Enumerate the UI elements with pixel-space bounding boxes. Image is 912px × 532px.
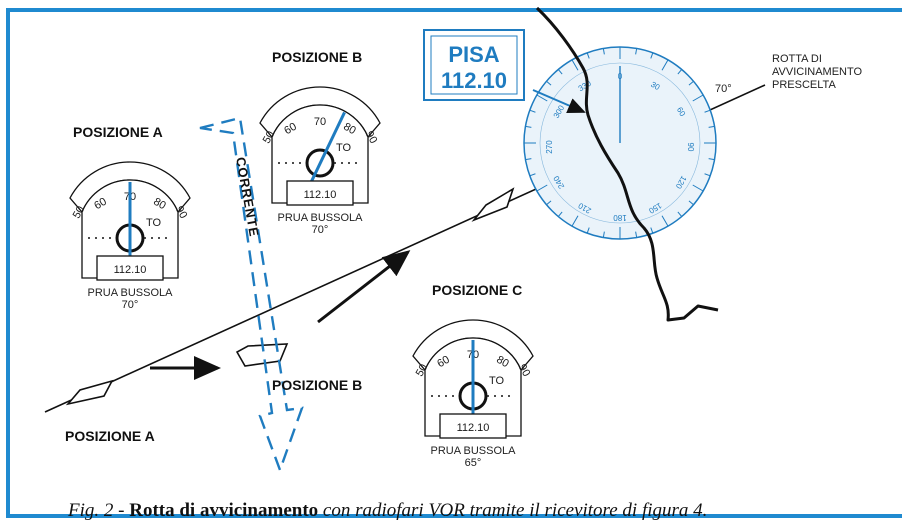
coastline: [535, 6, 719, 322]
compass-tick-0: 0: [618, 72, 623, 81]
frequency-value: 112.10: [114, 264, 147, 276]
compass-mark: [635, 231, 638, 238]
compass-mark: [602, 48, 605, 55]
compass-mark: [650, 52, 654, 59]
boat-approach: [471, 187, 515, 222]
heading-value: 70°: [312, 224, 329, 236]
scale-tick-70: 70: [314, 116, 326, 128]
boat-position-a: [65, 379, 114, 406]
compass-mark: [529, 109, 536, 113]
cdi-needle: [307, 111, 346, 188]
frequency-window: [439, 413, 507, 439]
boat-position-b: [235, 343, 289, 367]
correction-arrow: [317, 250, 411, 324]
frequency-window: [96, 255, 164, 281]
compass-mark: [571, 215, 579, 227]
compass-mark: [525, 158, 532, 161]
scale-tick-90: 90: [363, 129, 380, 146]
heading-value: 65°: [465, 457, 482, 469]
compass-mark: [677, 69, 683, 75]
compass-mark: [602, 231, 605, 238]
frequency-value: 112.10: [457, 422, 490, 434]
scale-tick-60: 60: [92, 196, 109, 213]
compass-mark: [571, 59, 579, 71]
route-label-line3: PRESCELTA: [772, 79, 836, 91]
compass-mark: [536, 184, 548, 192]
caption-bold: Rotta di avvicinamento: [129, 500, 319, 521]
frequency-window: [286, 180, 354, 206]
station-pointer: [532, 89, 586, 114]
compass-mark: [661, 215, 669, 227]
compass-mark: [557, 211, 563, 217]
compass-mark: [677, 211, 683, 217]
current-label: CORRENTE: [233, 156, 262, 238]
scale-tick-50: 50: [261, 129, 278, 146]
title-position-b-top: POSIZIONE B: [272, 49, 362, 65]
compass-mark: [635, 48, 638, 55]
to-flag: TO: [489, 375, 505, 387]
compass-mark: [586, 52, 590, 59]
to-flag: TO: [146, 217, 162, 229]
compass-mark: [586, 227, 590, 234]
scale-tick-80: 80: [151, 196, 168, 213]
compass-mark: [688, 80, 694, 86]
compass-mark: [546, 80, 552, 86]
scale-tick-90: 90: [173, 204, 190, 221]
caption-rest: con radiofari VOR tramite il ricevitore …: [322, 500, 708, 521]
compass-mark: [525, 125, 532, 128]
scale-tick-60: 60: [282, 121, 299, 138]
scale-tick-50: 50: [71, 204, 88, 221]
heading-value: 70°: [122, 299, 139, 311]
compass-mark: [546, 200, 552, 206]
station-name: PISA: [448, 42, 499, 67]
compass-mark: [708, 158, 715, 161]
scale-tick-80: 80: [341, 121, 358, 138]
heading-label: PRUA BUSSOLA: [88, 287, 174, 299]
compass-mark: [536, 94, 548, 102]
route-label-line2: AVVICINAMENTO: [772, 66, 862, 78]
scale-tick-60: 60: [435, 354, 452, 371]
figure-caption: Fig. 2 - Rotta di avvicinamento con radi…: [68, 500, 707, 522]
frequency-value: 112.10: [304, 189, 337, 201]
to-flag: TO: [336, 142, 352, 154]
compass-mark: [650, 227, 654, 234]
compass-tick-270: 270: [545, 140, 554, 154]
compass-tick-180: 180: [613, 213, 627, 222]
compass-mark: [708, 125, 715, 128]
scale-tick-80: 80: [494, 354, 511, 371]
heading-label: PRUA BUSSOLA: [431, 445, 517, 457]
compass-mark: [704, 109, 711, 113]
scale-tick-90: 90: [516, 362, 533, 379]
station-frequency: 112.10: [441, 68, 507, 93]
compass-tick-90: 90: [686, 143, 695, 152]
scale-tick-50: 50: [414, 362, 431, 379]
route-label-line1: ROTTA DI: [772, 53, 822, 65]
compass-mark: [692, 184, 704, 192]
station-box: PISA 112.10: [423, 29, 525, 101]
title-position-a-low: POSIZIONE A: [65, 428, 155, 444]
current-arrow: [199, 116, 304, 474]
route-bearing-label: 70°: [715, 83, 732, 95]
title-position-b-low: POSIZIONE B: [272, 377, 362, 393]
compass-mark: [704, 173, 711, 177]
title-position-a-top: POSIZIONE A: [73, 124, 163, 140]
compass-mark: [557, 69, 563, 75]
compass-mark: [661, 59, 669, 71]
compass-mark: [529, 173, 536, 177]
caption-fig: Fig. 2 -: [68, 500, 125, 521]
title-position-c: POSIZIONE C: [432, 282, 522, 298]
heading-label: PRUA BUSSOLA: [278, 212, 364, 224]
compass-mark: [688, 200, 694, 206]
compass-mark: [692, 94, 704, 102]
